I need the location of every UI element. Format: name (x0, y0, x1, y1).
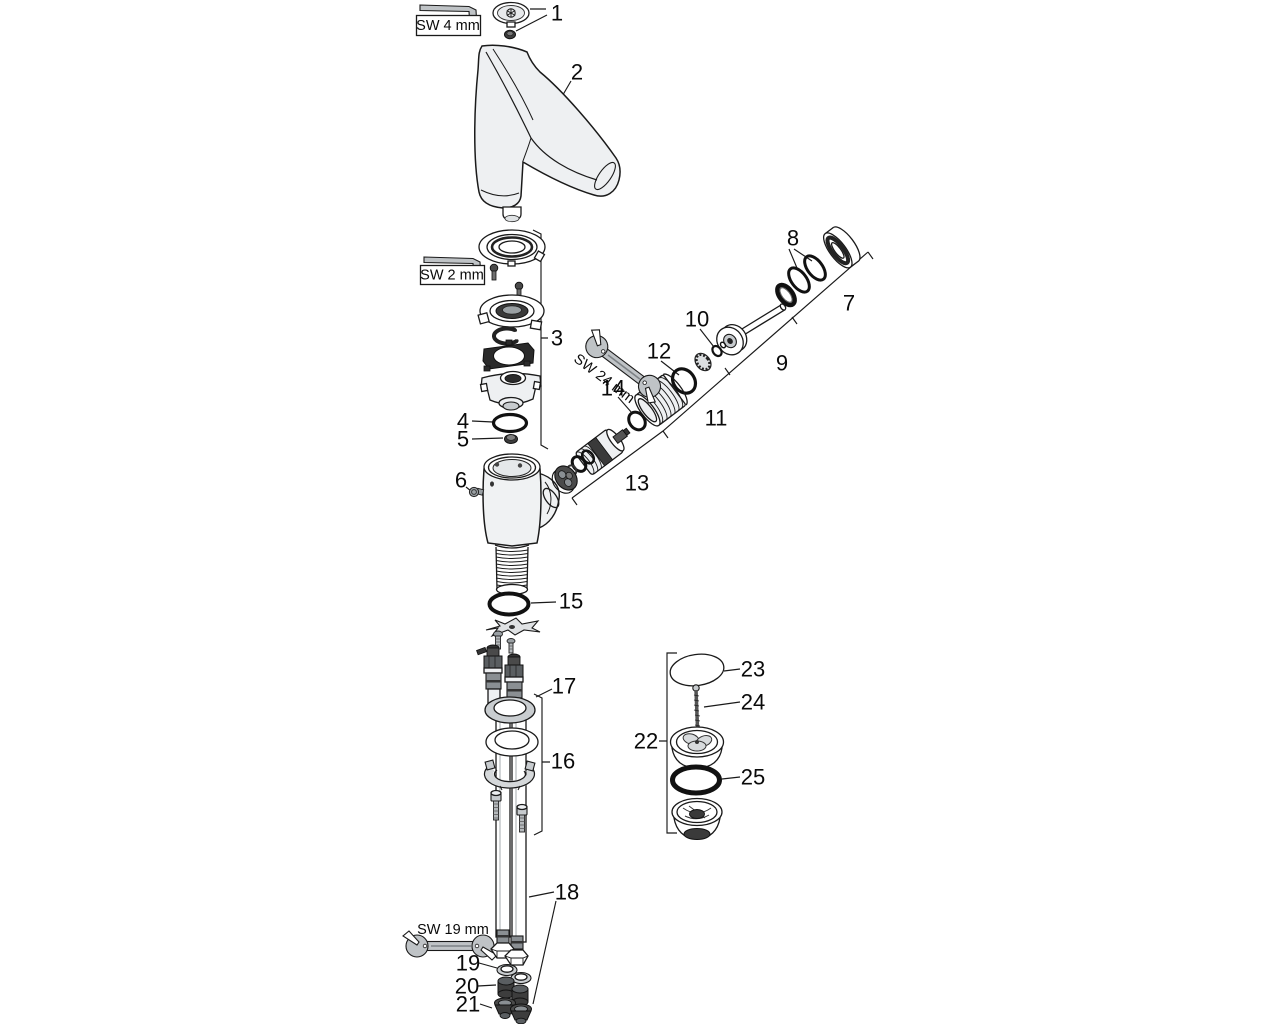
part-label-15: 15 (559, 589, 583, 614)
threaded-shank (495, 546, 529, 596)
part-6-set-screw (468, 486, 485, 498)
part-17-washer (484, 696, 536, 724)
part-13-cartridge (551, 427, 631, 494)
part-5-grommet (504, 434, 518, 444)
part-10-small-o-ring (711, 341, 727, 358)
check-valve-left (476, 644, 503, 706)
part-8-o-rings (787, 254, 827, 294)
part-label-2: 2 (571, 60, 583, 85)
tool-label-sw2: SW 2 mm (420, 268, 484, 284)
claw-screws (493, 630, 516, 654)
part-1-handle-cap (492, 1, 530, 28)
part-label-24: 24 (741, 690, 765, 715)
part-label-19: 19 (456, 951, 480, 976)
leader-lines (465, 8, 874, 1009)
part-label-3: 3 (551, 326, 563, 351)
part-label-12: 12 (647, 339, 671, 364)
part-label-22: 22 (634, 729, 658, 754)
part-21-strainer-cones (494, 997, 532, 1024)
part-3-collar-ring (477, 294, 545, 331)
part-3-gasket-frame (482, 339, 535, 372)
part-label-13: 13 (625, 471, 649, 496)
part-11-threaded-bushing (634, 373, 688, 427)
faucet-body (482, 453, 560, 549)
part-7-chrome-sleeve (822, 226, 861, 269)
drain-valve-body (669, 726, 725, 769)
tool-size-box-sw2 (419, 264, 486, 286)
tool-label-sw4: SW 4 mm (416, 18, 480, 34)
part-16-washer (485, 727, 539, 757)
part-14-o-ring (627, 410, 647, 432)
part-label-21: 21 (456, 992, 480, 1017)
part-label-6: 6 (455, 468, 467, 493)
part-label-20: 20 (455, 974, 479, 999)
part-3-mounting-base (479, 370, 542, 411)
part-4-o-ring (491, 412, 529, 434)
part-label-18: 18 (555, 880, 579, 905)
part-12-o-ring (670, 367, 698, 395)
part-label-8: 8 (787, 226, 799, 251)
part-16-bolt-a (490, 789, 502, 821)
part-label-1: 1 (551, 1, 563, 26)
part-1-grub-screw (504, 29, 516, 40)
drain-strainer (671, 797, 723, 840)
part-9-spindle-rod (716, 303, 787, 356)
pipe-end-fittings (490, 929, 529, 966)
tool-label-sw19: SW 19 mm (417, 922, 489, 938)
part-3-screw-b (514, 281, 524, 299)
part-label-16: 16 (551, 749, 575, 774)
part-25-drain-o-ring (670, 764, 722, 796)
part-3-flange-ring (478, 229, 546, 267)
part-label-23: 23 (741, 657, 765, 682)
part-2-spout (474, 44, 621, 223)
part-label-5: 5 (457, 427, 469, 452)
part-label-9: 9 (776, 351, 788, 376)
part-label-10: 10 (685, 307, 709, 332)
part-16-bolt-b (516, 803, 528, 833)
part-label-11: 11 (705, 406, 728, 431)
part-label-7: 7 (843, 291, 855, 316)
part-label-25: 25 (741, 765, 765, 790)
part-15-base-o-ring (487, 591, 531, 617)
part-label-17: 17 (552, 674, 576, 699)
tool-size-box-sw4 (415, 14, 482, 37)
shaft-seal-ring (775, 282, 797, 308)
knurled-lock-ring (694, 352, 712, 372)
part-23-plug-cap (669, 653, 725, 687)
part-label-4: 4 (457, 409, 469, 434)
part-label-14: 14 (601, 376, 625, 401)
part-16-horseshoe-clamp (483, 759, 536, 792)
part-19-washers (496, 963, 532, 985)
part-3-screw-a (489, 263, 499, 281)
